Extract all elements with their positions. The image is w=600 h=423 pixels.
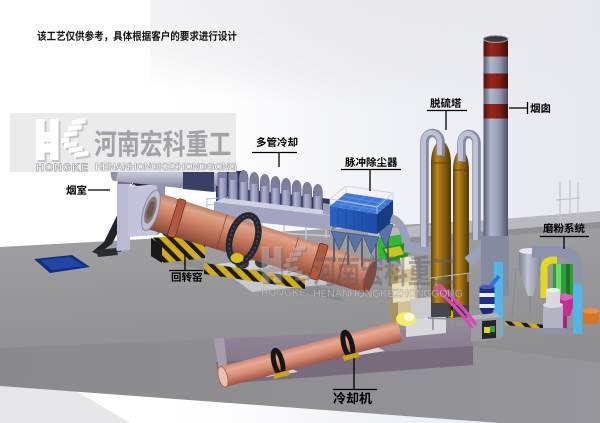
svg-text:HENANHONGKEZHONGGONG: HENANHONGKEZHONGGONG (95, 161, 237, 173)
svg-text:HONGKE: HONGKE (261, 288, 306, 299)
svg-text:HONGKE: HONGKE (36, 162, 88, 174)
svg-text:HENANHONGKEZHONGGONG: HENANHONGKEZHONGGONG (313, 288, 463, 300)
